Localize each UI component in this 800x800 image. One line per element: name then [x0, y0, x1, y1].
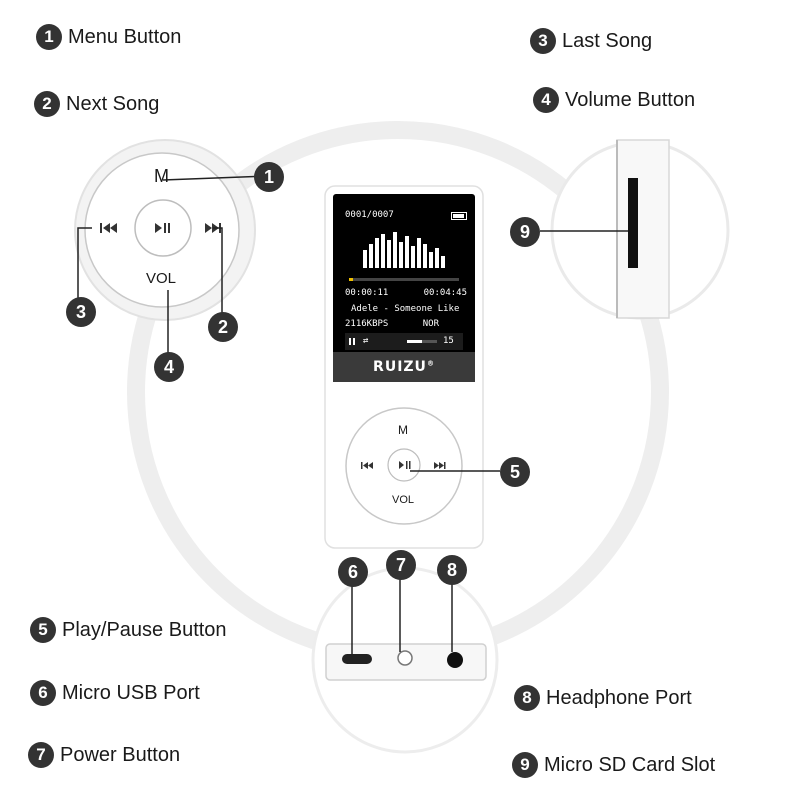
power-button — [397, 650, 413, 666]
legend-item-micro-sd-card-slot: 9 Micro SD Card Slot — [512, 752, 715, 778]
equalizer-bar — [405, 236, 409, 268]
equalizer-bar — [417, 238, 421, 268]
equalizer-visualizer — [363, 232, 445, 268]
headphone-port — [447, 652, 463, 668]
device-menu-label: M — [398, 423, 408, 437]
callout-4: 4 — [154, 352, 184, 382]
legend-item-volume-button: 4 Volume Button — [533, 87, 695, 113]
bitrate: 2116KBPS — [345, 319, 389, 329]
legend-label: Power Button — [60, 743, 181, 766]
legend-number: 7 — [28, 742, 54, 768]
device-play-pause-icon — [399, 461, 411, 469]
equalizer-bar — [363, 250, 367, 268]
wheel-vol-label: VOL — [146, 270, 177, 287]
brand-logo: RUIZU® — [373, 359, 435, 375]
legend-label: Headphone Port — [546, 686, 692, 709]
legend-item-menu-button: 1 Menu Button — [36, 24, 181, 50]
callout-3: 3 — [66, 297, 96, 327]
elapsed-time: 00:00:11 — [345, 288, 389, 298]
volume-value: 15 — [443, 336, 454, 346]
equalizer-bar — [399, 242, 403, 268]
callout-1: 1 — [254, 162, 284, 192]
song-title: Adele - Someone Like — [351, 304, 460, 314]
equalizer-bar — [441, 256, 445, 268]
equalizer-bar — [387, 240, 391, 268]
equalizer-bar — [429, 252, 433, 268]
legend-label: Play/Pause Button — [62, 618, 227, 641]
eq-mode: NOR — [422, 319, 439, 329]
legend-item-micro-usb-port: 6 Micro USB Port — [30, 680, 200, 706]
equalizer-bar — [411, 246, 415, 268]
device-previous-icon — [361, 462, 373, 469]
play-pause-icon — [155, 223, 170, 233]
volume-bar — [407, 340, 437, 343]
track-counter: 0001/0007 — [345, 210, 394, 220]
callout-7: 7 — [386, 550, 416, 580]
battery-icon — [451, 212, 467, 220]
legend-item-play-pause-button: 5 Play/Pause Button — [30, 617, 227, 643]
progress-track — [349, 278, 459, 281]
equalizer-bar — [381, 234, 385, 268]
legend-label: Next Song — [66, 92, 160, 115]
legend-number: 3 — [530, 28, 556, 54]
sd-card-slot — [628, 178, 638, 268]
callout-6: 6 — [338, 557, 368, 587]
progress-fill — [349, 278, 354, 281]
wheel-menu-label: M — [154, 166, 169, 186]
legend-number: 5 — [30, 617, 56, 643]
legend-item-next-song: 2 Next Song — [34, 91, 159, 117]
legend-number: 9 — [512, 752, 538, 778]
device-next-icon — [434, 462, 446, 469]
equalizer-bar — [375, 238, 379, 268]
legend-number: 1 — [36, 24, 62, 50]
legend-number: 2 — [34, 91, 60, 117]
repeat-icon: ⇄ — [363, 336, 369, 346]
equalizer-bar — [423, 244, 427, 268]
device-vol-label: VOL — [392, 494, 415, 506]
callout-5: 5 — [500, 457, 530, 487]
legend-label: Menu Button — [68, 25, 182, 48]
legend-item-power-button: 7 Power Button — [28, 742, 180, 768]
callout-2: 2 — [208, 312, 238, 342]
legend-label: Micro SD Card Slot — [544, 753, 716, 776]
legend-number: 4 — [533, 87, 559, 113]
legend-label: Micro USB Port — [62, 681, 200, 704]
previous-track-icon — [100, 223, 117, 233]
legend-number: 8 — [514, 685, 540, 711]
equalizer-bar — [393, 232, 397, 268]
legend-item-last-song: 3 Last Song — [530, 28, 652, 54]
micro-usb-port — [342, 654, 372, 664]
legend-label: Volume Button — [565, 88, 696, 111]
legend-number: 6 — [30, 680, 56, 706]
legend-item-headphone-port: 8 Headphone Port — [514, 685, 692, 711]
pause-status-icon — [349, 337, 355, 345]
equalizer-bar — [369, 244, 373, 268]
volume-fill — [407, 340, 422, 343]
callout-9: 9 — [510, 217, 540, 247]
device-screen: 0001/0007 00:00:11 00:04:45 Adele - Some… — [333, 194, 475, 382]
callout-8: 8 — [437, 555, 467, 585]
total-time: 00:04:45 — [423, 288, 467, 298]
equalizer-bar — [435, 248, 439, 268]
legend-label: Last Song — [562, 29, 653, 52]
